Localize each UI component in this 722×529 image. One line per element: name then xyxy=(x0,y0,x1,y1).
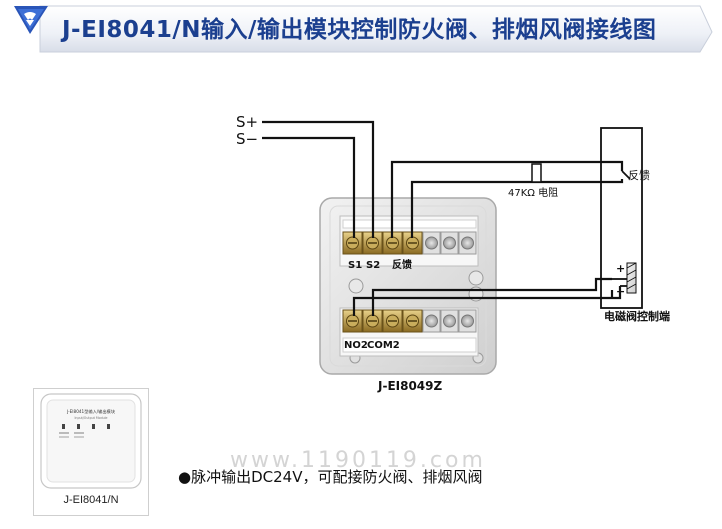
terminal-s1[interactable] xyxy=(342,231,363,255)
terminal-no2[interactable] xyxy=(342,309,363,333)
product-panel-title: J-EI8041型输入/输出模块 xyxy=(66,408,116,415)
watermark: www.1190119.com xyxy=(230,448,486,473)
terminal-empty xyxy=(422,309,441,333)
solenoid-coil xyxy=(626,262,637,294)
wiring-diagram: S+ S− 47KΩ 电阻 反馈 S1 S2 反馈 NO2 COM2 + − 电… xyxy=(236,113,670,393)
label-terminal-com2: COM2 xyxy=(367,340,400,351)
label-resistor: 47KΩ 电阻 xyxy=(508,186,558,199)
product-panel-subtitle: Input/Output Module xyxy=(74,416,107,420)
terminal-empty xyxy=(440,231,459,255)
terminal-empty xyxy=(422,231,441,255)
product-photo: J-EI8041型输入/输出模块 Input/Output Module xyxy=(33,388,149,516)
indicator-led xyxy=(77,424,80,429)
terminal-com2[interactable] xyxy=(362,309,383,333)
terminal-spare[interactable] xyxy=(382,309,403,333)
label-s-plus: S+ xyxy=(236,113,258,131)
product-caption: J-EI8041/N xyxy=(63,494,119,506)
terminal-empty xyxy=(458,231,477,255)
terminal-s2[interactable] xyxy=(362,231,383,255)
terminal-empty xyxy=(440,309,459,333)
wire-no2 xyxy=(352,286,622,316)
indicator-led xyxy=(107,424,110,429)
label-s-minus: S− xyxy=(236,130,258,148)
terminal-strip-upper xyxy=(339,215,479,267)
label-valve-control: 电磁阀控制端 xyxy=(604,309,670,323)
label-terminal-s2: S2 xyxy=(366,260,380,271)
feature-note: ●脉冲输出DC24V，可配接防火阀、排烟风阀 xyxy=(178,468,483,486)
label-feedback-right: 反馈 xyxy=(628,169,650,182)
label-minus: − xyxy=(616,285,625,298)
terminal-fb-2[interactable] xyxy=(402,231,423,255)
label-terminal-no2: NO2 xyxy=(344,340,368,351)
terminal-spare[interactable] xyxy=(402,309,423,333)
label-plus: + xyxy=(616,262,625,275)
indicator-led xyxy=(62,424,65,429)
wires xyxy=(262,120,624,316)
header-banner xyxy=(14,5,713,53)
resistor-47k xyxy=(531,163,542,183)
page-title: J-EI8041/N输入/输出模块控制防火阀、排烟风阀接线图 xyxy=(62,17,657,43)
wire-feedback-a xyxy=(390,160,624,238)
label-terminal-s1: S1 xyxy=(348,260,362,271)
valve-device xyxy=(600,127,643,309)
label-terminal-feedback: 反馈 xyxy=(392,258,412,271)
wire-s-plus xyxy=(262,120,375,238)
terminal-empty xyxy=(458,309,477,333)
wire-feedback-b xyxy=(410,179,624,238)
indicator-led xyxy=(92,424,95,429)
wire-s-minus xyxy=(262,136,356,238)
terminal-strip-lower xyxy=(339,307,479,357)
label-base-model: J-EI8049Z xyxy=(377,379,443,393)
